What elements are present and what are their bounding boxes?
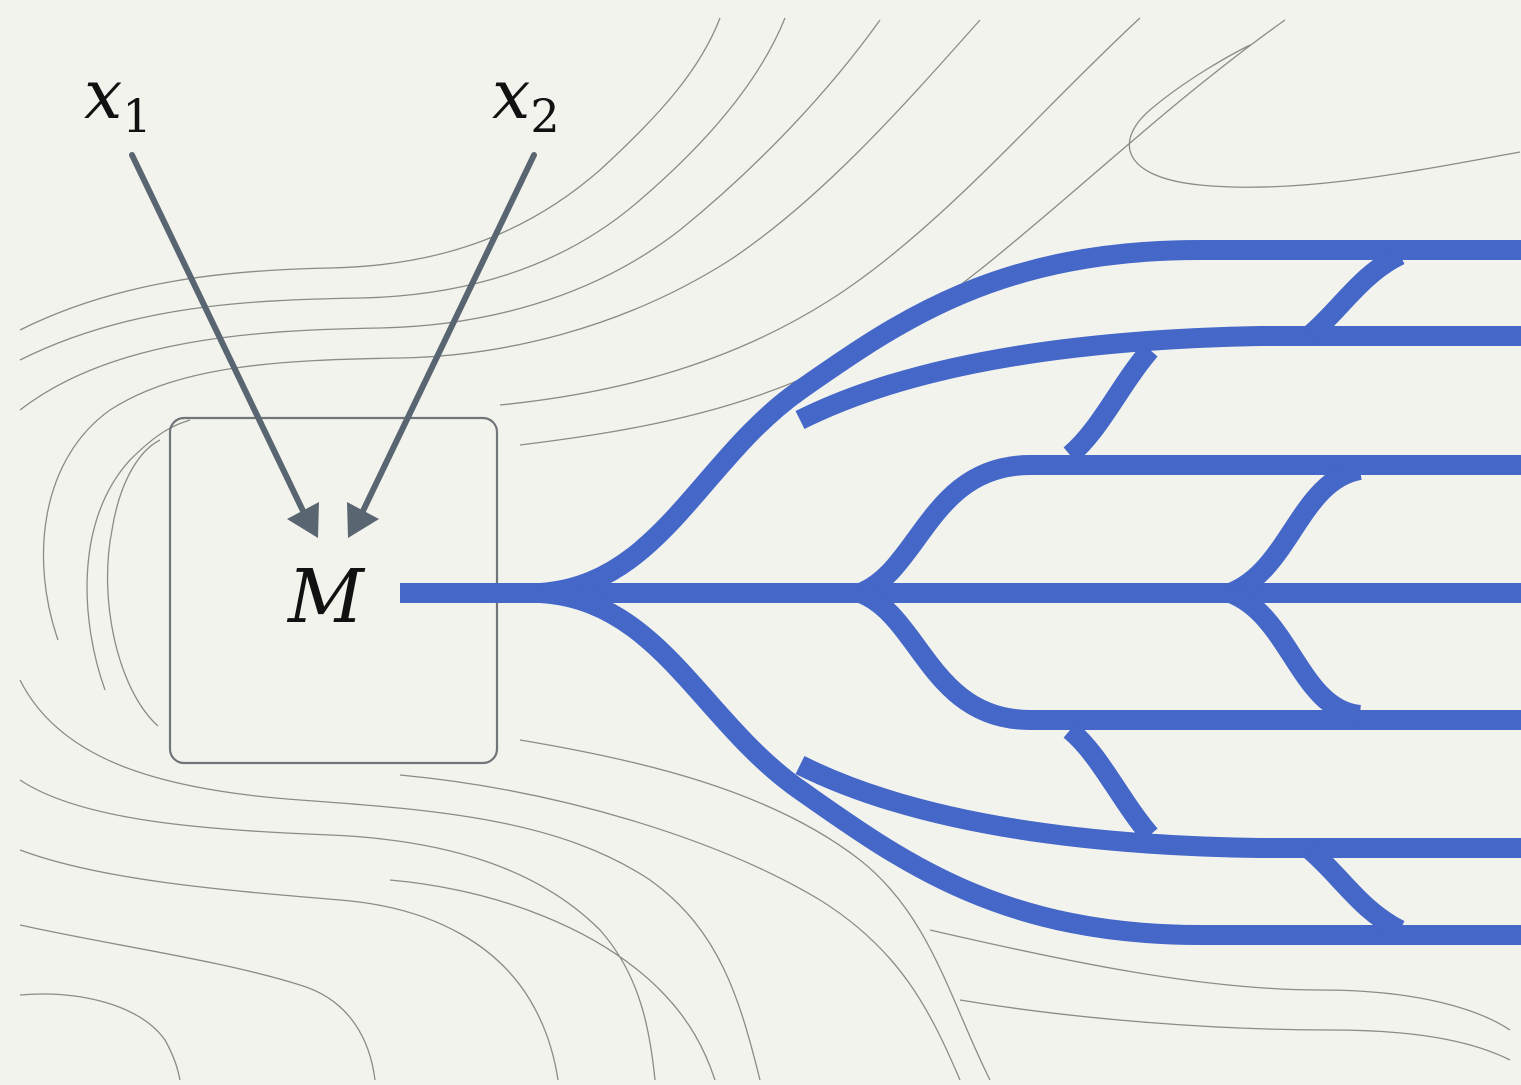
branch-lower-main [539, 583, 1521, 945]
contour-line [19, 849, 559, 1081]
label-x2-symbol: x [492, 56, 530, 135]
branch-upper-2 [795, 326, 1521, 429]
branch-lower-4 [1063, 722, 1158, 842]
contour-line [86, 419, 191, 691]
contour-line [389, 879, 716, 1081]
label-x1-symbol: x [84, 56, 122, 135]
contour-line [19, 17, 721, 331]
branch-lower-2 [795, 756, 1521, 858]
contour-line [19, 679, 761, 1081]
branch-upper-main [539, 240, 1521, 603]
input-arrows [129, 152, 537, 538]
branch-mid-upper-2 [1225, 460, 1363, 603]
contour-lines [19, 17, 1521, 1081]
branching-tree [400, 240, 1521, 945]
branch-mid-upper [855, 455, 1521, 603]
arrow-x2-to-m [359, 152, 537, 516]
contour-line [19, 779, 656, 1081]
contour-line [19, 19, 881, 411]
contour-line [959, 999, 1511, 1061]
contour-line [1128, 44, 1521, 188]
branch-mid-lower-2 [1225, 583, 1362, 725]
branch-upper-3 [1303, 246, 1405, 343]
contour-line [499, 17, 1141, 406]
contour-line [929, 929, 1511, 1031]
contour-line [399, 774, 961, 1081]
arrowhead-x1 [287, 502, 319, 538]
label-x2: x2 [492, 56, 560, 143]
branch-lower-3 [1303, 842, 1405, 939]
branch-upper-4 [1063, 343, 1158, 463]
contour-line [19, 993, 181, 1081]
label-x1-subscript: 1 [122, 89, 151, 143]
contour-line [42, 19, 981, 641]
branch-mid-lower [855, 583, 1521, 730]
arrowhead-x2 [347, 502, 379, 538]
contour-line [519, 739, 991, 1081]
contour-line [19, 17, 786, 361]
label-m: M [286, 554, 366, 640]
contour-line [106, 439, 161, 727]
arrow-x1-to-m [129, 152, 307, 516]
label-x2-subscript: 2 [530, 89, 559, 143]
label-x1: x1 [84, 56, 152, 143]
contour-line [19, 924, 376, 1081]
